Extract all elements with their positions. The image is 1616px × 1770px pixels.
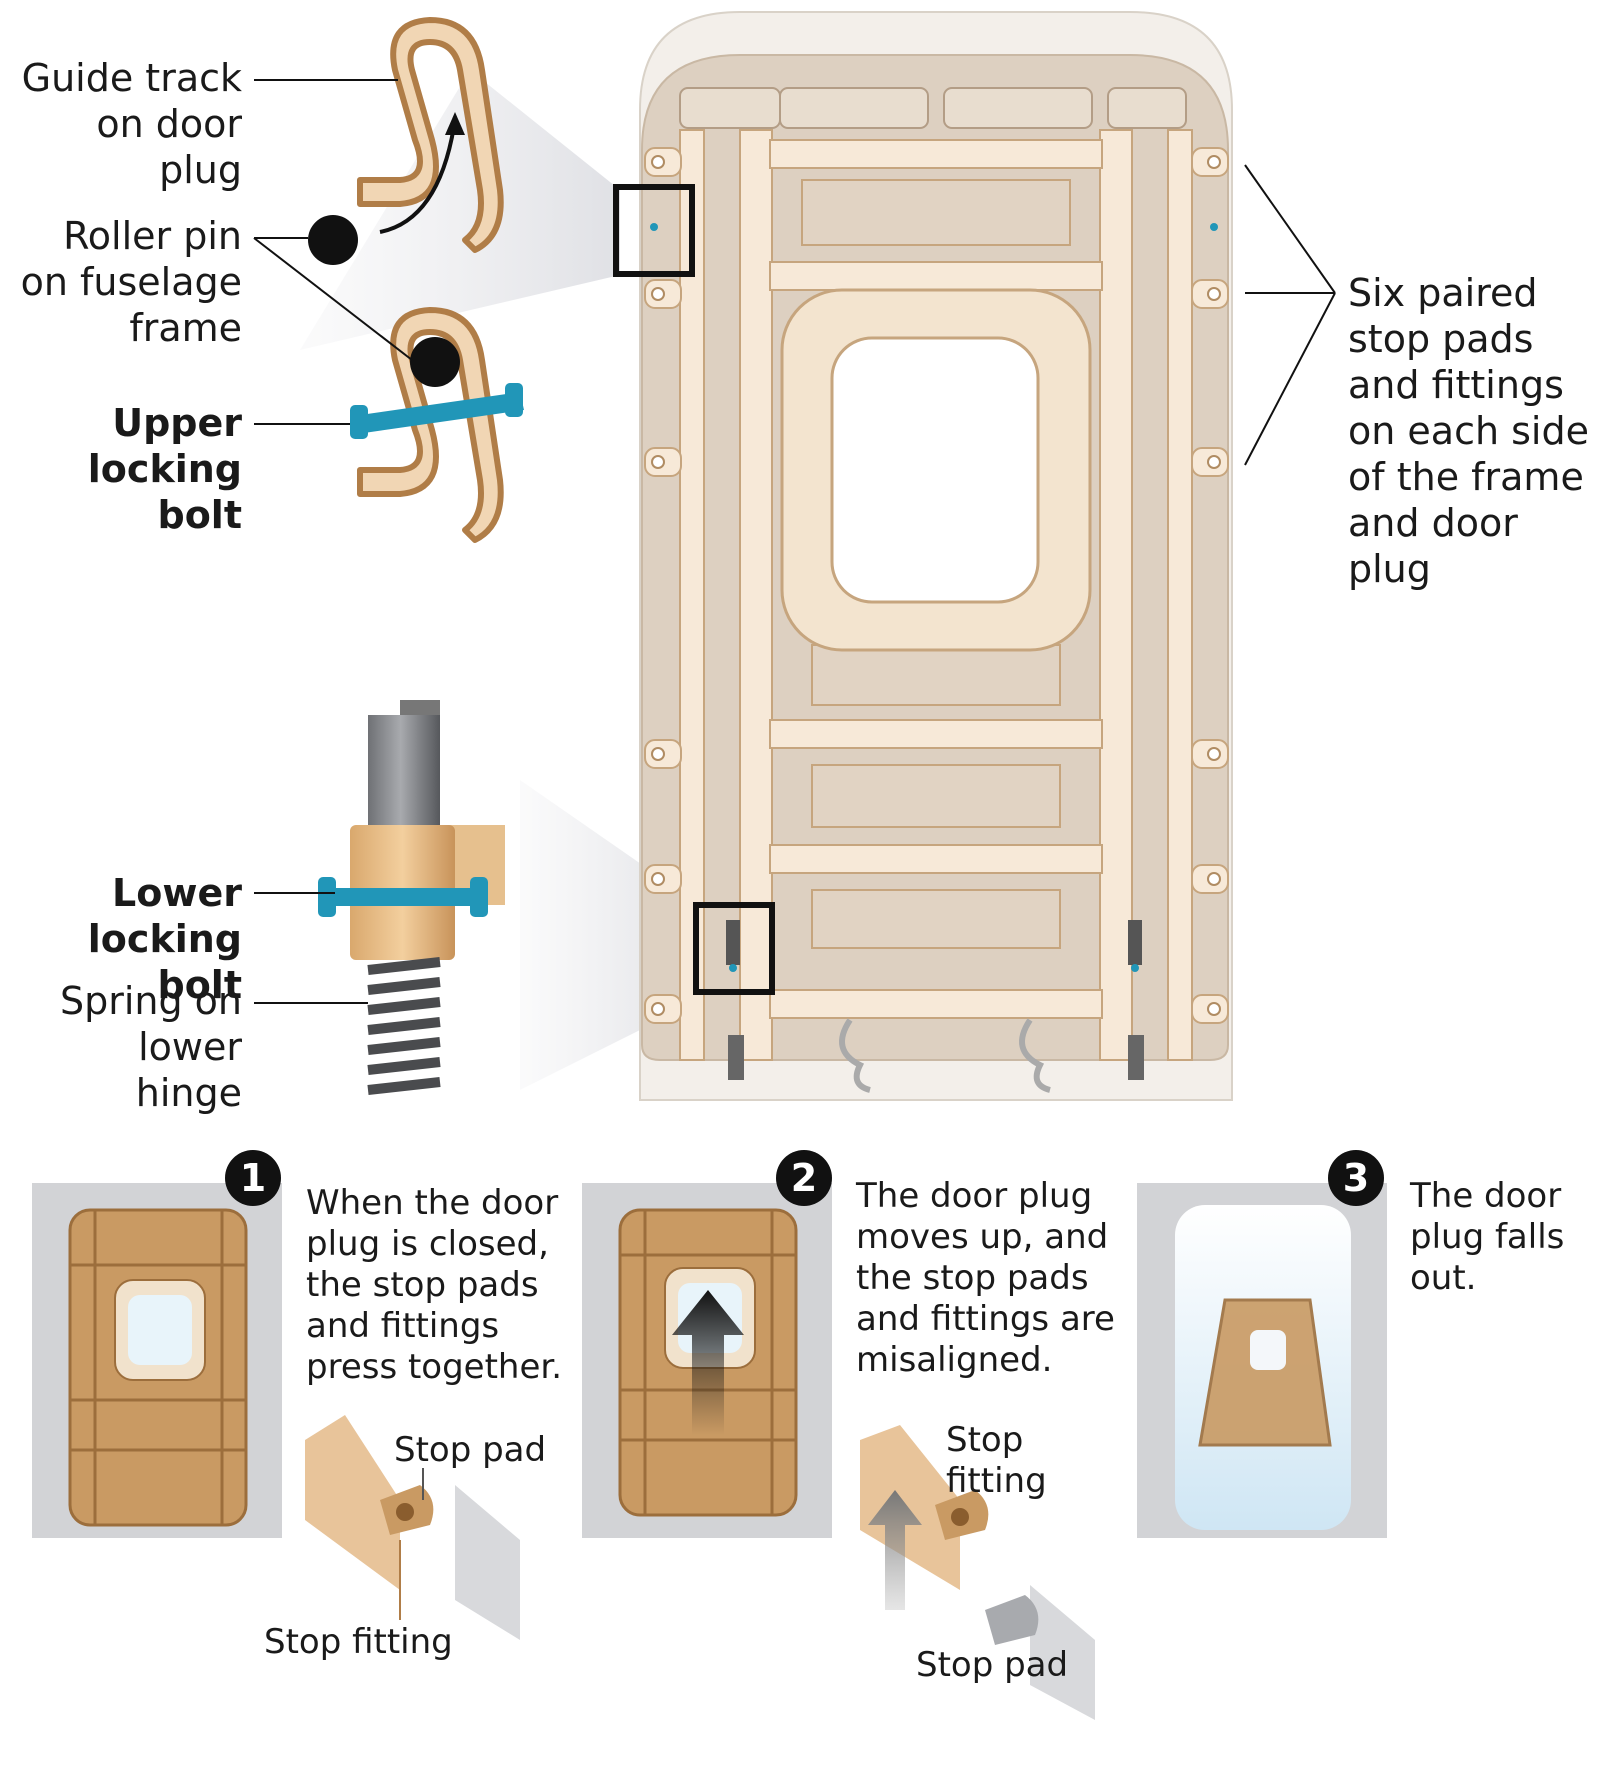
step-2-text: The door plug moves up, and the stop pad… <box>856 1176 1115 1380</box>
leader-lines <box>253 79 1336 1004</box>
motion-arrow <box>379 119 457 234</box>
lower-callout-box <box>693 902 775 995</box>
spring-label: Spring on lower hinge <box>59 979 242 1115</box>
top-vent-panels <box>679 87 1187 129</box>
step-3-panel <box>1137 1183 1387 1538</box>
stop-fittings <box>644 147 1229 1024</box>
roller-pin-engaged <box>410 337 460 387</box>
step-1-stop-fitting-label: Stop fitting <box>264 1622 453 1662</box>
guide-track-upper <box>357 17 504 253</box>
motion-arrowhead <box>445 112 465 135</box>
door-plug-frame <box>639 11 1233 1101</box>
lower-bolt-label: Lower locking bolt <box>87 871 242 1007</box>
step-1-badge: 1 <box>225 1150 281 1206</box>
step-2-stop-fitting-label: Stop fitting <box>946 1420 1047 1501</box>
step-1-text: When the door plug is closed, the stop p… <box>306 1183 563 1387</box>
six-paired-label: Six paired stop pads and fittings on eac… <box>1348 271 1589 591</box>
roller-pin-label: Roller pin on fuselage frame <box>20 214 242 350</box>
roller-pin <box>308 215 358 265</box>
guide-track-label: Guide track on door plug <box>21 56 242 192</box>
step-1-stop-detail <box>305 1415 520 1640</box>
step-2-panel <box>582 1183 832 1538</box>
upper-callout-box <box>613 184 695 277</box>
lower-locking-bolt-assembly <box>318 700 505 1095</box>
upper-bolt-label: Upper locking bolt <box>87 401 242 537</box>
step-1-panel <box>32 1183 282 1538</box>
step-2-stop-detail <box>860 1425 1095 1720</box>
step-1-stop-pad-label: Stop pad <box>394 1430 547 1470</box>
step-2-badge: 2 <box>776 1150 832 1206</box>
window-pane <box>830 336 1040 604</box>
step-3-text: The door plug falls out. <box>1410 1176 1565 1298</box>
upper-locking-bolt <box>350 383 524 439</box>
bottom-hinges <box>728 1018 1144 1093</box>
step-2-stop-pad-label: Stop pad <box>916 1645 1069 1685</box>
step-3-badge: 3 <box>1328 1150 1384 1206</box>
